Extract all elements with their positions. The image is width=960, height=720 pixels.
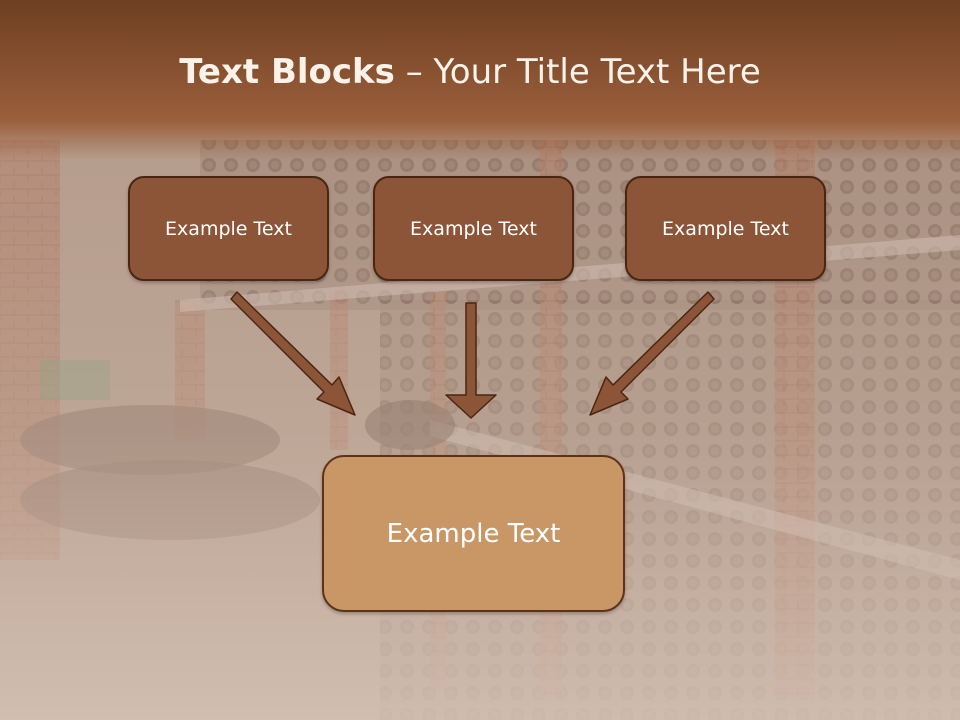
text-block-3-label: Example Text <box>662 217 789 240</box>
title-rest-part: Your Title Text Here <box>433 52 761 92</box>
main-text-block-label: Example Text <box>386 518 561 549</box>
text-block-3[interactable]: Example Text <box>625 176 826 281</box>
slide-title: Text Blocks – Your Title Text Here <box>0 52 940 92</box>
text-block-1[interactable]: Example Text <box>128 176 329 281</box>
main-text-block[interactable]: Example Text <box>322 455 625 612</box>
text-block-1-label: Example Text <box>165 217 292 240</box>
arrow-left-icon <box>230 291 356 416</box>
title-bold-part: Text Blocks <box>179 52 395 92</box>
text-block-2[interactable]: Example Text <box>373 176 574 281</box>
title-separator: – <box>405 52 423 92</box>
arrow-center-icon <box>445 302 497 419</box>
arrow-right-icon <box>589 291 715 416</box>
text-block-2-label: Example Text <box>410 217 537 240</box>
